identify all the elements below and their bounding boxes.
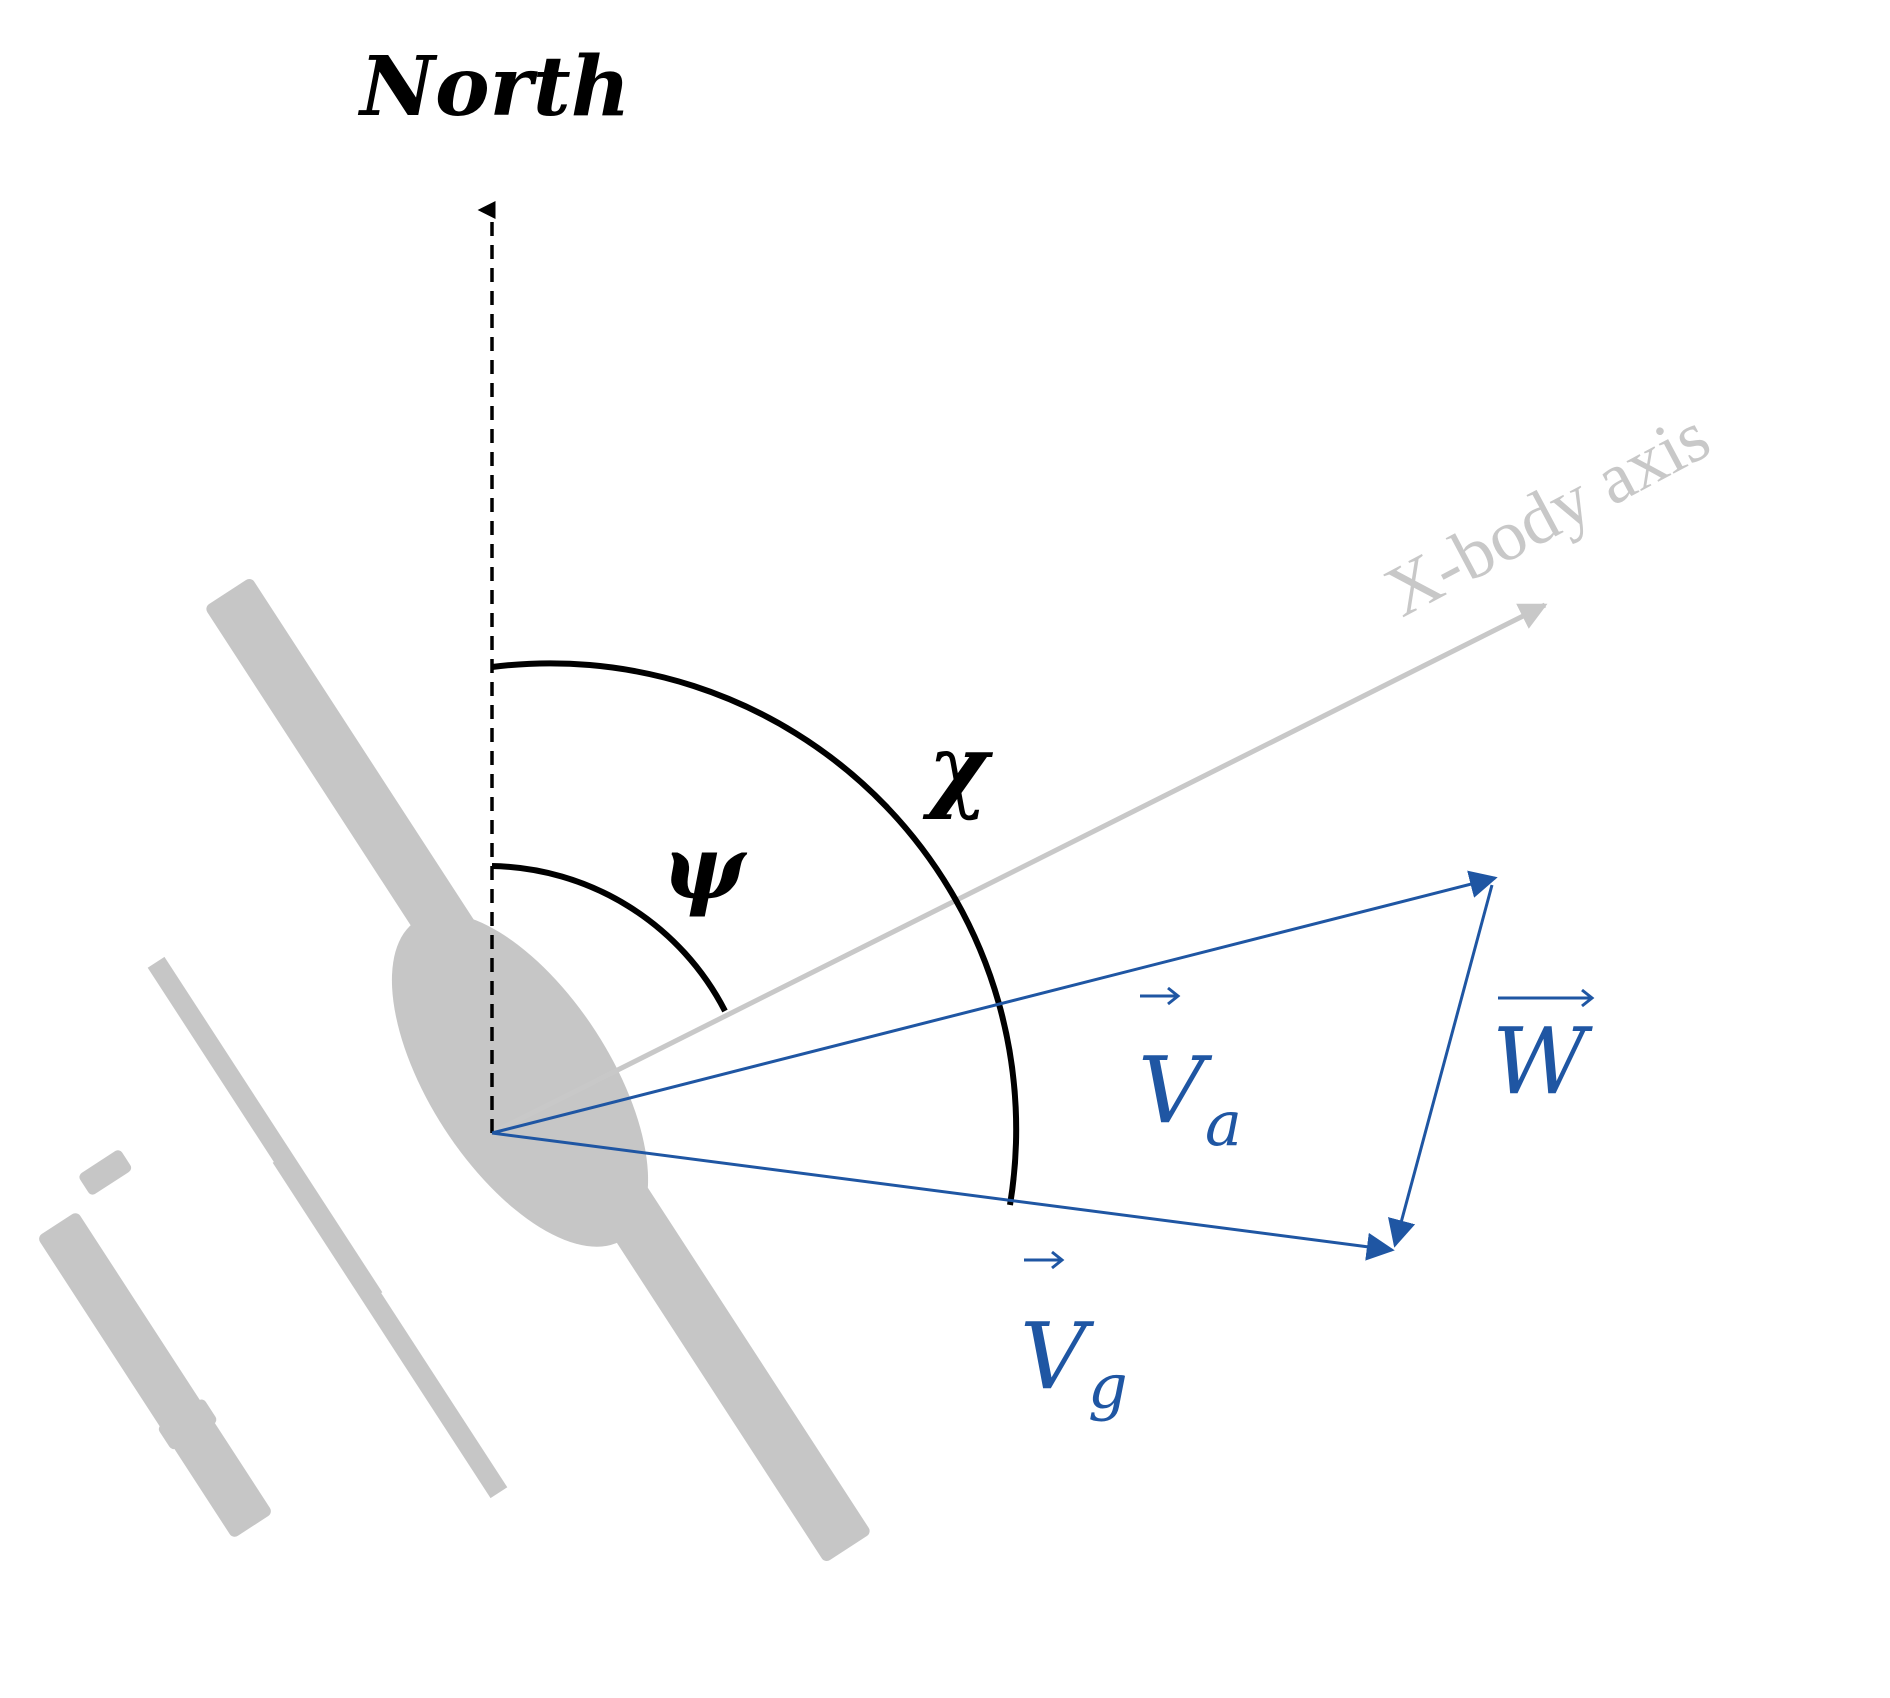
va-label: V a — [1138, 986, 1242, 1160]
vg-arrow-accent-icon — [1024, 1250, 1065, 1270]
vg-label: V g — [1020, 1250, 1128, 1423]
aircraft-icon — [39, 579, 870, 1561]
x-body-axis-line — [490, 602, 1548, 1136]
w-vector — [1388, 884, 1494, 1248]
w-label: W — [1492, 988, 1595, 1115]
va-arrow-accent-icon — [1140, 986, 1181, 1006]
psi-arc — [491, 863, 728, 1013]
chi-label: χ — [922, 714, 994, 822]
x-body-axis-label: X-body axis — [1372, 395, 1722, 632]
vg-label-sub: g — [1088, 1350, 1128, 1423]
vg-label-base: V — [1020, 1303, 1095, 1410]
w-arrow-accent-icon — [1498, 988, 1595, 1008]
psi-label: ψ — [662, 815, 748, 919]
va-label-sub: a — [1205, 1087, 1242, 1160]
vg-vector — [491, 1131, 1395, 1261]
w-label-text: W — [1492, 1008, 1593, 1115]
north-label: North — [357, 39, 630, 135]
chi-arc — [491, 660, 1020, 1206]
va-label-base: V — [1138, 1037, 1213, 1144]
va-vector — [491, 870, 1498, 1135]
